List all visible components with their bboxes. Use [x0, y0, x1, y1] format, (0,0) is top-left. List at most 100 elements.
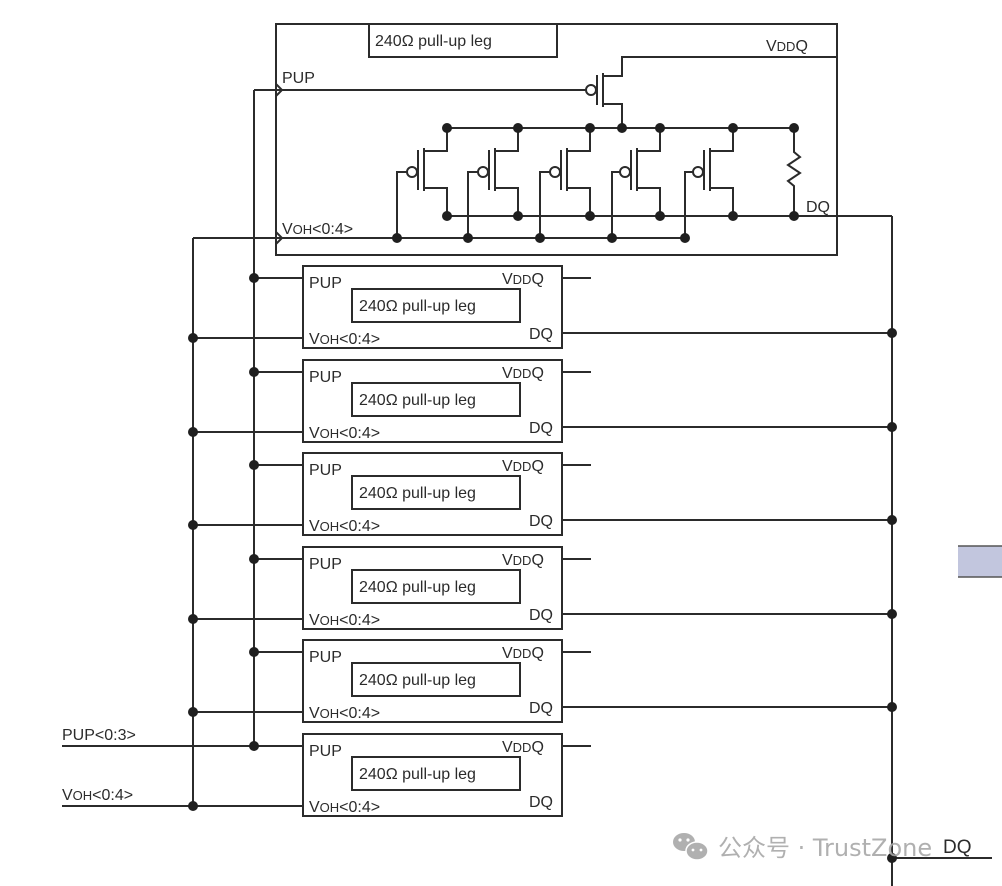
top-leg-junctions: [617, 123, 799, 221]
junction-dot: [789, 123, 799, 133]
leg-dq-label: DQ: [529, 700, 553, 717]
leg-vddq-label: VDDQ: [502, 365, 544, 382]
junction-dot: [442, 123, 452, 133]
junction-dot: [249, 460, 259, 470]
junction-dot: [249, 741, 259, 751]
junction-dot: [188, 427, 198, 437]
pup-input-label: PUP<0:3>: [62, 727, 136, 744]
junction-dot: [188, 520, 198, 530]
junction-dot: [392, 233, 402, 243]
leg-dq-label: DQ: [529, 513, 553, 530]
leg-title: 240Ω pull-up leg: [359, 672, 476, 689]
leg-pup-label: PUP: [309, 462, 342, 479]
leg-dq-label: DQ: [529, 326, 553, 343]
main-pmos-transistor: [585, 56, 837, 128]
leg-pup-label: PUP: [309, 556, 342, 573]
junction-dot: [249, 647, 259, 657]
side-tab: [958, 546, 1002, 577]
dq-output-label: DQ: [943, 837, 972, 858]
pmos-transistor: [607, 123, 665, 243]
junction-dot: [887, 853, 897, 863]
pmos-array: [392, 123, 738, 243]
leg-voh-label: VOH<0:4>: [309, 331, 380, 348]
leg-dq-label: DQ: [529, 420, 553, 437]
leg-title: 240Ω pull-up leg: [359, 766, 476, 783]
leg-pup-label: PUP: [309, 743, 342, 760]
output-dq: DQ: [887, 837, 992, 863]
junction-dot: [249, 367, 259, 377]
leg-title: 240Ω pull-up leg: [359, 485, 476, 502]
pmos-transistor: [392, 123, 452, 243]
leg-voh-label: VOH<0:4>: [309, 518, 380, 535]
leg-dq-label: DQ: [529, 794, 553, 811]
leg-dq-label: DQ: [529, 607, 553, 624]
junction-dot: [655, 211, 665, 221]
top-leg-dq-label: DQ: [806, 199, 830, 216]
wechat-icon: [673, 833, 709, 861]
leg-pup-label: PUP: [309, 649, 342, 666]
leg-vddq-label: VDDQ: [502, 271, 544, 288]
watermark: 公众号 · TrustZone: [673, 833, 932, 862]
pmos-transistor: [535, 123, 595, 243]
pull-up-leg-block: 240Ω pull-up leg PUP VOH<0:4> VDDQ DQ: [188, 639, 897, 723]
junction-dot: [249, 273, 259, 283]
junction-dot: [887, 328, 897, 338]
resistor-icon: [786, 128, 802, 216]
junction-dot: [680, 233, 690, 243]
pmos-transistor: [680, 123, 738, 243]
top-leg-pup-label: PUP: [282, 70, 315, 87]
junction-dot: [887, 515, 897, 525]
top-leg-title-box: [368, 23, 558, 58]
leg-vddq-label: VDDQ: [502, 645, 544, 662]
input-buses: PUP<0:3> VOH<0:4>: [62, 727, 303, 811]
junction-dot: [617, 123, 627, 133]
pmos-transistor: [463, 123, 523, 243]
junction-dot: [442, 211, 452, 221]
leg-title-box: [351, 569, 521, 604]
voh-input-label: VOH<0:4>: [62, 787, 133, 804]
watermark-text: 公众号 · TrustZone: [718, 834, 932, 862]
leg-title-box: [351, 662, 521, 697]
top-leg-frame: [275, 23, 838, 256]
leg-title-box: [351, 756, 521, 791]
junction-dot: [188, 801, 198, 811]
junction-dot: [887, 609, 897, 619]
junction-dot: [188, 707, 198, 717]
leg-title: 240Ω pull-up leg: [359, 579, 476, 596]
junction-dot: [789, 211, 799, 221]
top-leg-detail: 240Ω pull-up leg VDDQ PUP VOH<0:4> DQ: [275, 23, 892, 256]
junction-dot: [585, 123, 595, 133]
junction-dot: [655, 123, 665, 133]
leg-vddq-label: VDDQ: [502, 552, 544, 569]
junction-dot: [585, 211, 595, 221]
junction-dot: [887, 422, 897, 432]
top-leg-title: 240Ω pull-up leg: [375, 33, 492, 50]
pull-up-leg-block: 240Ω pull-up leg PUP VOH<0:4> VDDQ DQ: [188, 546, 897, 630]
junction-dot: [463, 233, 473, 243]
leg-voh-label: VOH<0:4>: [309, 705, 380, 722]
leg-voh-label: VOH<0:4>: [309, 425, 380, 442]
leg-voh-label: VOH<0:4>: [309, 612, 380, 629]
junction-dot: [607, 233, 617, 243]
leg-title-box: [351, 475, 521, 510]
junction-dot: [728, 123, 738, 133]
leg-pup-label: PUP: [309, 275, 342, 292]
junction-dot: [887, 702, 897, 712]
junction-dot: [188, 333, 198, 343]
leg-title: 240Ω pull-up leg: [359, 392, 476, 409]
junction-dot: [513, 123, 523, 133]
leg-title-box: [351, 288, 521, 323]
junction-dot: [188, 614, 198, 624]
junction-dot: [728, 211, 738, 221]
leg-voh-label: VOH<0:4>: [309, 799, 380, 816]
leg-title-box: [351, 382, 521, 417]
top-leg-vddq-label: VDDQ: [766, 38, 808, 55]
top-leg-voh-label: VOH<0:4>: [282, 221, 353, 238]
junction-dot: [249, 554, 259, 564]
